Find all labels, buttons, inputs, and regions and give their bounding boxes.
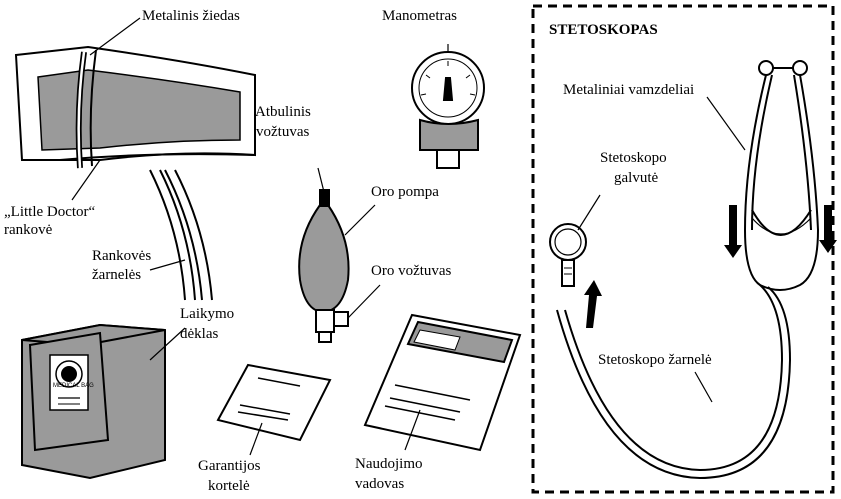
cuff-illustration: [14, 45, 256, 169]
stethoscope-box: [531, 4, 835, 494]
label-stethoscope-head-2: galvutė: [614, 170, 659, 186]
label-warranty-2: kortelė: [208, 478, 250, 494]
label-manual-2: vadovas: [355, 476, 405, 492]
label-cuff-1: „Little Doctor“: [4, 204, 96, 220]
label-air-valve: Oro vožtuvas: [371, 263, 452, 279]
leader-lines-left: [71, 17, 186, 271]
label-manual-1: Naudojimo: [355, 456, 423, 472]
assembly-arrows: [584, 205, 837, 328]
label-cuff-2: rankovė: [4, 222, 53, 238]
label-stethoscope-tubing: Stetoskopo žarnelė: [598, 352, 712, 368]
label-case-2: dėklas: [180, 326, 219, 342]
stethoscope-title: STETOSKOPAS: [549, 22, 658, 38]
warranty-card-illustration: [216, 363, 332, 456]
label-cuff-tubes-1: Rankovės: [92, 248, 152, 264]
air-pump-illustration: [298, 167, 381, 343]
label-metal-tubes: Metaliniai vamzdeliai: [563, 82, 695, 98]
label-check-valve-2: vožtuvas: [256, 124, 310, 140]
cuff-tubes: [149, 169, 213, 301]
stethoscope-illustration: [549, 60, 819, 480]
storage-case-illustration: [21, 323, 186, 480]
label-warranty-1: Garantijos: [198, 458, 261, 474]
label-stethoscope-head-1: Stetoskopo: [600, 150, 667, 166]
manometer-illustration: [411, 44, 485, 169]
manual-illustration: [363, 313, 522, 452]
case-logo-text: MEDICAL BAG: [53, 383, 94, 389]
label-air-pump: Oro pompa: [371, 184, 439, 200]
label-metal-ring: Metalinis žiedas: [142, 8, 240, 24]
label-check-valve-1: Atbulinis: [255, 104, 311, 120]
label-case-1: Laikymo: [180, 306, 235, 322]
label-manometer: Manometras: [382, 8, 457, 24]
label-cuff-tubes-2: žarnelės: [92, 267, 142, 283]
